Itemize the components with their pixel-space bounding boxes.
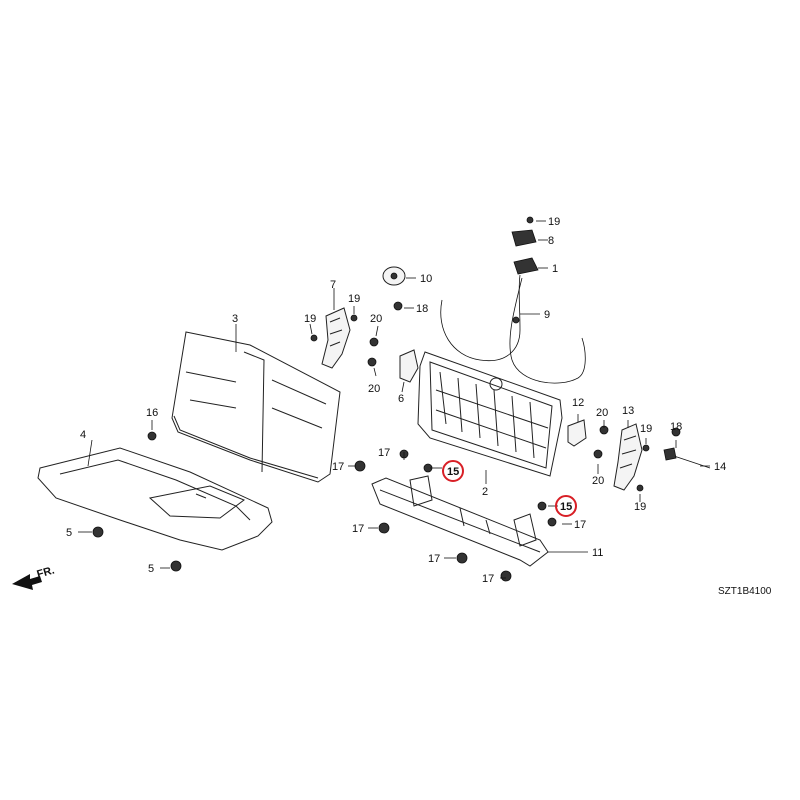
callout-17e: 17 [482,573,494,585]
release-cable-part [440,274,586,384]
callout-19c: 19 [304,313,316,325]
seat-bottom-cushion-part [37,447,273,551]
callout-9: 9 [544,309,550,321]
cover-part-10 [382,266,406,286]
callout-1: 1 [552,263,558,275]
callout-13: 13 [622,405,634,417]
leader-lines [78,220,710,579]
callout-15a: 15 [447,466,459,478]
callout-15b: 15 [560,501,572,513]
strap-guide-part-1 [513,257,539,275]
callout-6: 6 [398,393,404,405]
callout-19d: 19 [640,423,652,435]
callout-18a: 18 [416,303,428,315]
diagram-code: SZT1B4100 [718,586,772,597]
left-hinge-bracket-part [321,307,351,369]
callout-15b-highlight [555,495,577,517]
callout-20a: 20 [370,313,382,325]
callout-8: 8 [548,235,554,247]
callout-17d: 17 [428,553,440,565]
callout-17c: 17 [352,523,364,535]
anchor-bolt-part-14 [663,447,711,469]
callout-12: 12 [572,397,584,409]
callout-5a: 5 [66,527,72,539]
strap-cover-part-8 [511,229,537,247]
callout-17a: 17 [378,447,390,459]
callout-7: 7 [330,279,336,291]
callout-17f: 17 [574,519,586,531]
front-direction-indicator: FR. [12,564,56,590]
callout-19b: 19 [348,293,360,305]
callout-15a-highlight [442,460,464,482]
callout-14: 14 [714,461,726,473]
callout-19a: 19 [548,216,560,228]
callout-16: 16 [146,407,158,419]
callout-2: 2 [482,486,488,498]
callout-18b: 18 [670,421,682,433]
callout-4: 4 [80,429,86,441]
callout-20b: 20 [368,383,380,395]
callout-20c: 20 [596,407,608,419]
callout-3: 3 [232,313,238,325]
seat-back-frame-part [417,351,563,477]
callout-20d: 20 [592,475,604,487]
callout-5b: 5 [148,563,154,575]
front-label: FR. [36,564,56,580]
seat-back-cushion-part [171,331,341,483]
callout-11: 11 [592,547,603,559]
callout-10: 10 [420,273,432,285]
callout-19e: 19 [634,501,646,513]
fasteners [92,216,681,582]
seat-lower-bracket-part [371,475,549,567]
latch-part-12 [567,419,587,447]
callout-17b: 17 [332,461,344,473]
callout-labels: 1 2 3 4 5 5 6 7 8 9 10 11 12 13 14 15 15… [66,216,726,585]
lever-part-6 [399,349,419,383]
right-hinge-bracket-part [613,423,643,491]
front-arrow-icon [12,574,42,590]
